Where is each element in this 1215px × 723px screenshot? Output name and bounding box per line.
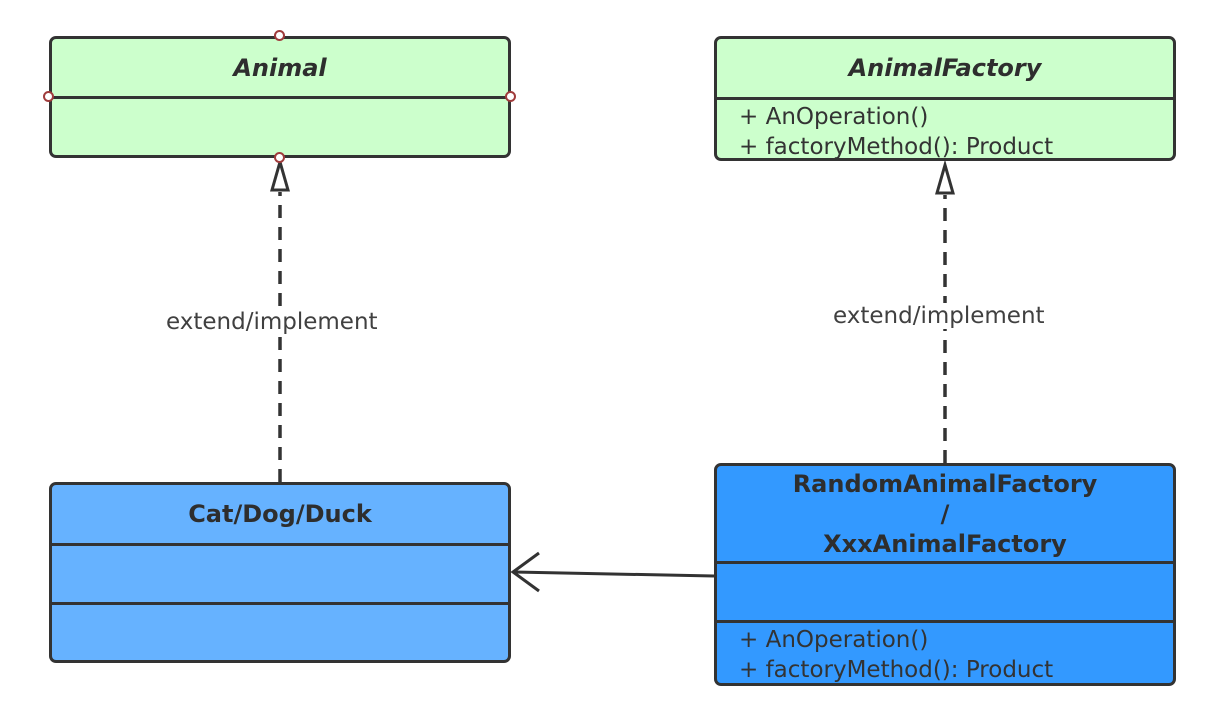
animal-class-name-text: Animal [233,53,327,82]
concrete-animal-class-box[interactable]: Cat/Dog/Duck [49,482,511,663]
operation-item: + AnOperation() [739,627,929,653]
concrete-animal-class-name: Cat/Dog/Duck [52,485,508,546]
animal-right-handle[interactable] [505,91,516,102]
animal-factory-class-name: AnimalFactory [717,39,1173,100]
factory-realization-label: extend/implement [833,303,1045,329]
animal-left-handle[interactable] [43,91,54,102]
concrete-factory-attributes-section [717,564,1173,623]
concrete-animal-class-name-text: Cat/Dog/Duck [188,500,372,528]
animal-realization-label: extend/implement [166,309,378,335]
concrete-factory-operations: + AnOperation() + factoryMethod(): Produ… [717,623,1173,683]
animal-top-handle[interactable] [274,30,285,41]
concrete-animal-attributes-section [52,546,508,605]
concrete-factory-class-name: RandomAnimalFactory / XxxAnimalFactory [717,466,1173,564]
animal-realization-arrowhead [270,156,290,192]
operation-item: + AnOperation() [739,104,929,130]
creates-association-arrowhead [510,551,540,593]
concrete-factory-name-line-3: XxxAnimalFactory [823,529,1067,558]
creates-association-line[interactable] [513,570,715,578]
animal-factory-class-box[interactable]: AnimalFactory + AnOperation() + factoryM… [714,36,1176,161]
animal-factory-operations: + AnOperation() + factoryMethod(): Produ… [717,100,1173,160]
operation-item: + factoryMethod(): Product [739,134,1054,160]
concrete-factory-name-line-1: RandomAnimalFactory [792,469,1098,498]
factory-realization-arrowhead [935,159,955,195]
animal-class-box[interactable]: Animal [49,36,511,158]
concrete-factory-class-box[interactable]: RandomAnimalFactory / XxxAnimalFactory +… [714,463,1176,686]
operation-item: + factoryMethod(): Product [739,657,1054,683]
concrete-factory-name-line-2: / [940,499,950,528]
animal-bottom-handle[interactable] [274,152,285,163]
animal-factory-class-name-text: AnimalFactory [848,54,1042,82]
animal-class-name: Animal [52,39,508,99]
